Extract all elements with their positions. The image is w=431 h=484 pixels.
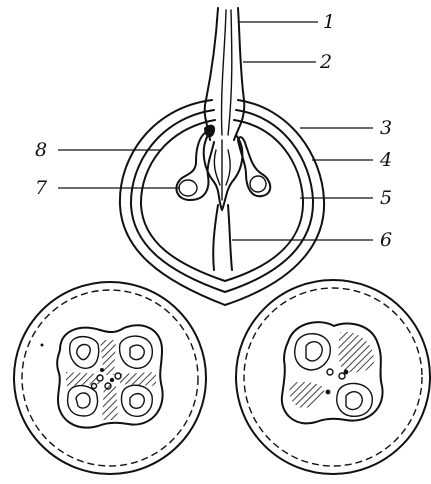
middle-wall [131, 110, 313, 292]
left-sac [176, 132, 214, 200]
central-body [204, 135, 243, 210]
dashed-circle-left [22, 290, 198, 466]
locule-tl [70, 337, 99, 369]
stalk-inner [222, 10, 226, 135]
locule-tr [120, 336, 153, 368]
cross-section-left [14, 282, 206, 474]
strand-right [228, 205, 232, 270]
label-2: 2 [319, 51, 332, 73]
right-sac-inner [250, 176, 266, 192]
outer-circle-right [236, 280, 430, 474]
label-7: 7 [35, 177, 48, 199]
dark-spot [204, 125, 215, 138]
label-6: 6 [380, 229, 392, 251]
stalk-inner-2 [228, 10, 232, 135]
outer-circle-left [14, 282, 206, 474]
label-8: 8 [35, 139, 47, 161]
speck [41, 344, 44, 347]
label-5: 5 [380, 187, 392, 209]
strand-left [213, 205, 218, 270]
cross-section-right [236, 280, 430, 474]
label-4: 4 [379, 149, 392, 171]
locule-bl [68, 386, 98, 416]
longitudinal-section [120, 8, 324, 305]
label-1: 1 [323, 11, 335, 33]
dashed-circle-right [244, 288, 422, 466]
locule-br [122, 385, 153, 416]
label-3: 3 [380, 117, 392, 139]
locule-r-tl [295, 334, 330, 370]
left-sac-inner [179, 180, 197, 196]
locule-r-br [337, 383, 373, 416]
